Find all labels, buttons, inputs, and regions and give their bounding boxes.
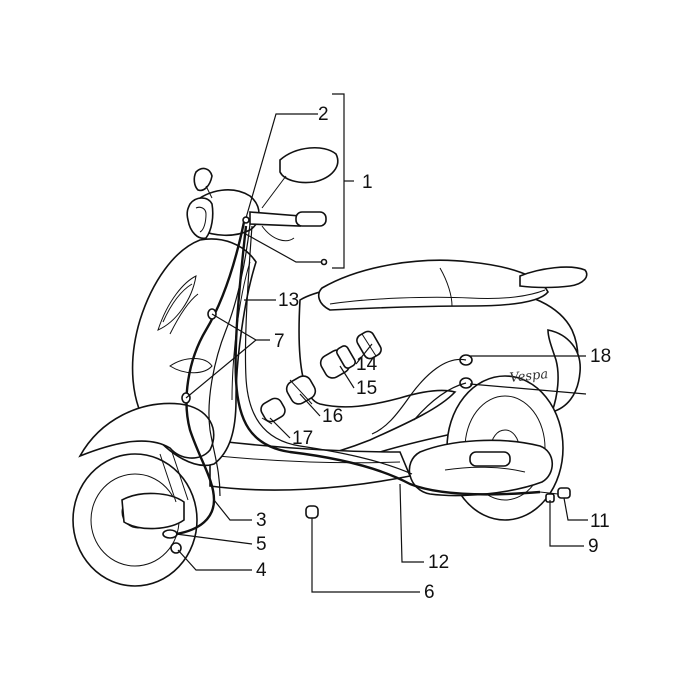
callout-5: 5 — [256, 534, 267, 555]
connector-16 — [260, 397, 286, 425]
callout-16: 17 — [292, 428, 313, 449]
connector-15 — [285, 375, 317, 405]
front-brake-cable — [175, 221, 246, 536]
right-mirror — [279, 146, 339, 184]
callout-17: 18 — [590, 346, 611, 367]
callout-2: 2 — [318, 104, 329, 125]
connector-14 — [319, 345, 357, 379]
fitting-10 — [557, 487, 571, 499]
connector-13 — [356, 330, 382, 360]
vespa-logo: Vespa — [509, 367, 549, 386]
callout-4: 4 — [256, 560, 267, 581]
rear-brake-cable — [234, 225, 541, 496]
fitting-5 — [162, 529, 178, 539]
front-fender — [78, 402, 215, 459]
choke-cable — [371, 358, 467, 435]
callout-9: 9 — [588, 536, 599, 557]
left-mirror — [193, 167, 213, 192]
callout-10: 11 — [590, 511, 610, 532]
callout-14: 15 — [356, 378, 377, 399]
part-6-plug — [305, 505, 319, 519]
headlamp — [186, 197, 214, 240]
callout-12: 13 — [278, 290, 299, 311]
callout-1: 1 — [362, 172, 373, 193]
callout-leaders — [175, 93, 588, 593]
callout-7: 7 — [274, 331, 285, 352]
handlebar — [249, 211, 301, 227]
callout-15: 16 — [322, 406, 343, 427]
seat — [317, 259, 549, 311]
callout-labels: 2 1 13 7 14 15 16 17 18 3 5 4 6 12 9 11 — [256, 104, 611, 603]
right-grip — [295, 211, 327, 227]
rear-rack — [519, 266, 588, 289]
callout-11: 12 — [428, 552, 449, 573]
callout-6: 6 — [424, 582, 435, 603]
engine-case — [408, 439, 554, 497]
callout-3: 3 — [256, 510, 267, 531]
callout-13: 14 — [356, 354, 378, 375]
scooter-illustration: Vespa — [72, 146, 588, 587]
